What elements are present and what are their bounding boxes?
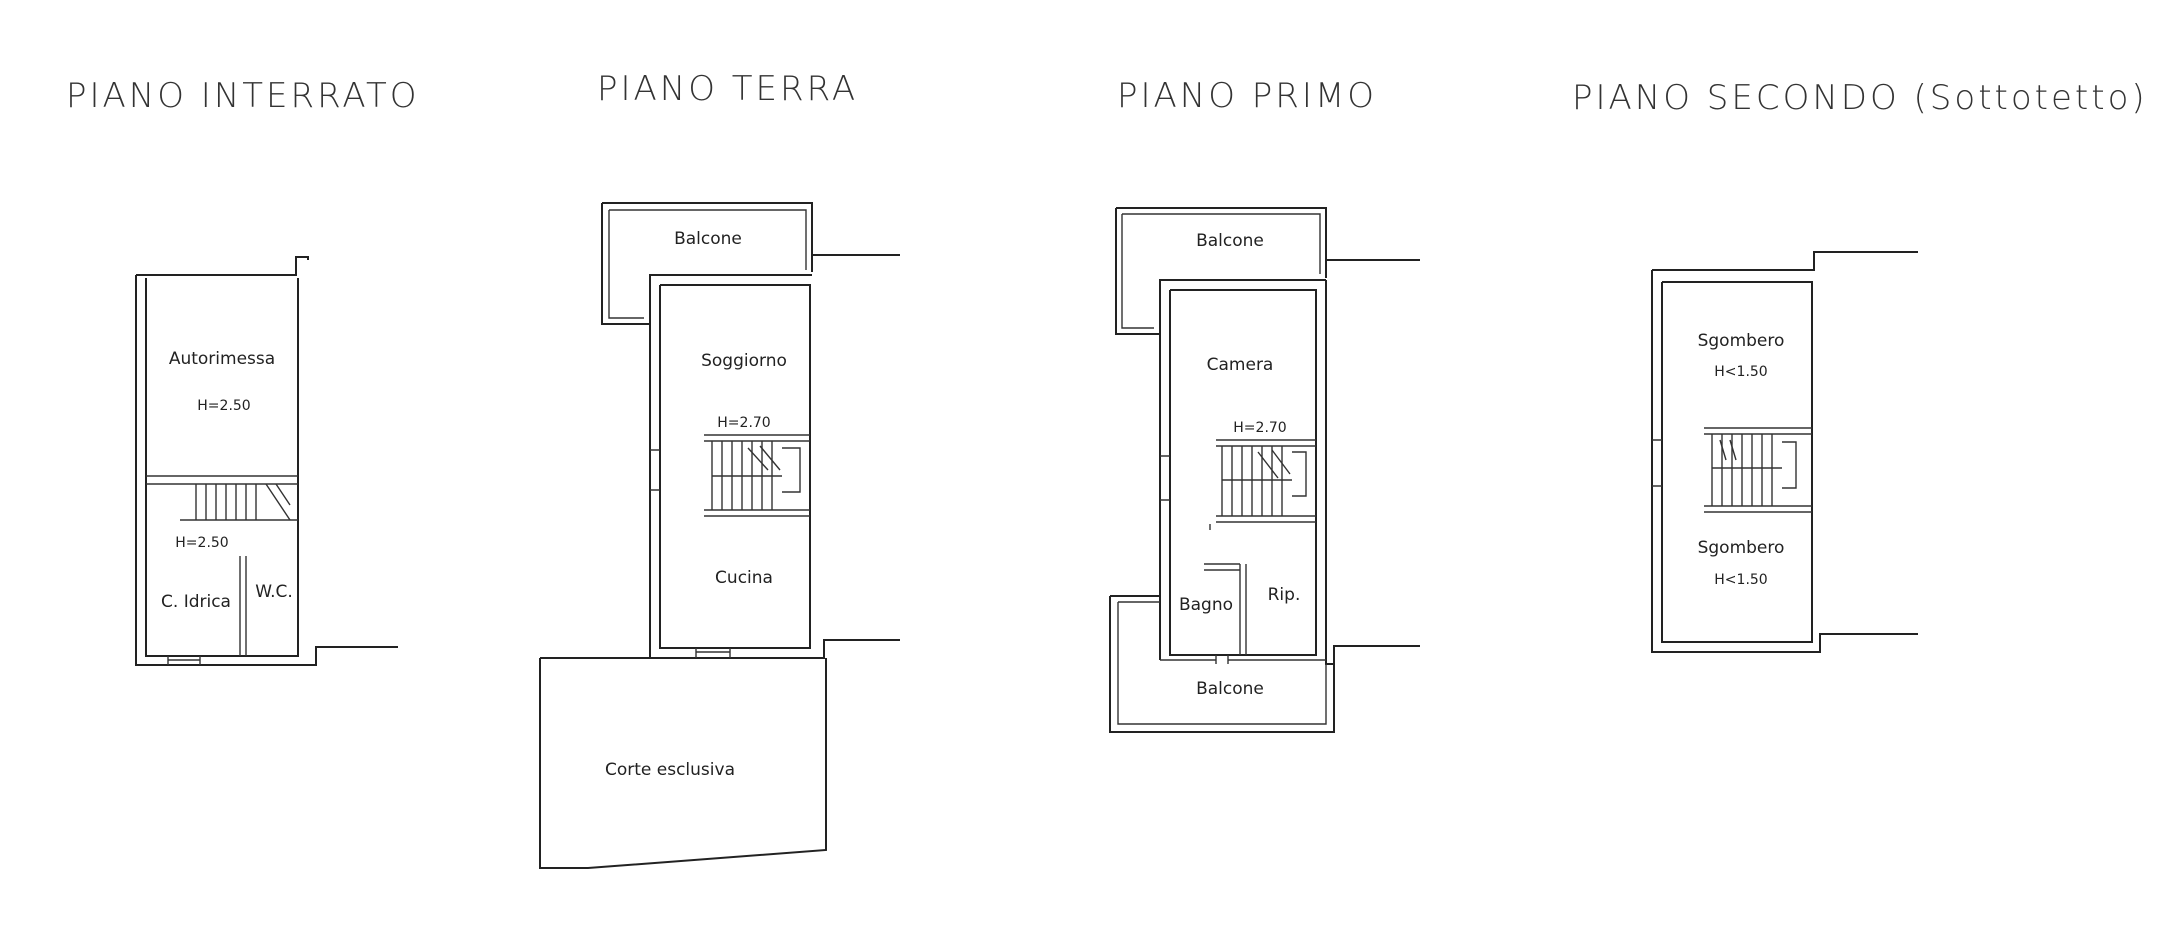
room-rip: Rip. bbox=[1268, 585, 1301, 605]
height-sgombero-top: H<1.50 bbox=[1714, 364, 1767, 380]
stairs-primo bbox=[1221, 446, 1307, 516]
stairs-interrato bbox=[195, 483, 291, 521]
room-bagno: Bagno bbox=[1179, 595, 1233, 615]
title-piano-primo: PIANO PRIMO bbox=[1117, 76, 1377, 116]
height-stairs-interrato: H=2.50 bbox=[175, 535, 228, 551]
height-autorimessa: H=2.50 bbox=[197, 398, 250, 414]
plan-piano-primo: Balcone Camera H=2.70 Bagno Rip. Balcone bbox=[1109, 207, 1420, 733]
room-balcone-primo-top: Balcone bbox=[1196, 231, 1264, 251]
room-balcone-terra: Balcone bbox=[674, 229, 742, 249]
plan-piano-interrato: Autorimessa H=2.50 H=2.50 C. Idrica W.C. bbox=[135, 256, 398, 666]
room-cucina: Cucina bbox=[715, 568, 773, 588]
plan-piano-secondo: Sgombero H<1.50 Sgombero H<1.50 bbox=[1651, 251, 1918, 653]
plan-piano-terra: Balcone Soggiorno H=2.70 Cucina Corte es… bbox=[539, 202, 900, 869]
room-soggiorno: Soggiorno bbox=[701, 351, 787, 371]
stairs-secondo bbox=[1711, 434, 1797, 506]
height-sgombero-bottom: H<1.50 bbox=[1714, 572, 1767, 588]
room-autorimessa: Autorimessa bbox=[169, 349, 275, 369]
title-piano-secondo: PIANO SECONDO (Sottotetto) bbox=[1572, 78, 2148, 118]
title-piano-terra: PIANO TERRA bbox=[597, 69, 858, 109]
room-c-idrica: C. Idrica bbox=[161, 592, 231, 612]
room-corte-esclusiva: Corte esclusiva bbox=[605, 760, 735, 780]
height-soggiorno: H=2.70 bbox=[717, 415, 770, 431]
room-wc: W.C. bbox=[255, 582, 293, 602]
room-sgombero-bottom: Sgombero bbox=[1698, 538, 1785, 558]
title-piano-interrato: PIANO INTERRATO bbox=[66, 76, 420, 116]
height-camera: H=2.70 bbox=[1233, 420, 1286, 436]
stairs-terra bbox=[711, 441, 801, 510]
room-sgombero-top: Sgombero bbox=[1698, 331, 1785, 351]
room-camera: Camera bbox=[1207, 355, 1274, 375]
room-balcone-primo-bottom: Balcone bbox=[1196, 679, 1264, 699]
